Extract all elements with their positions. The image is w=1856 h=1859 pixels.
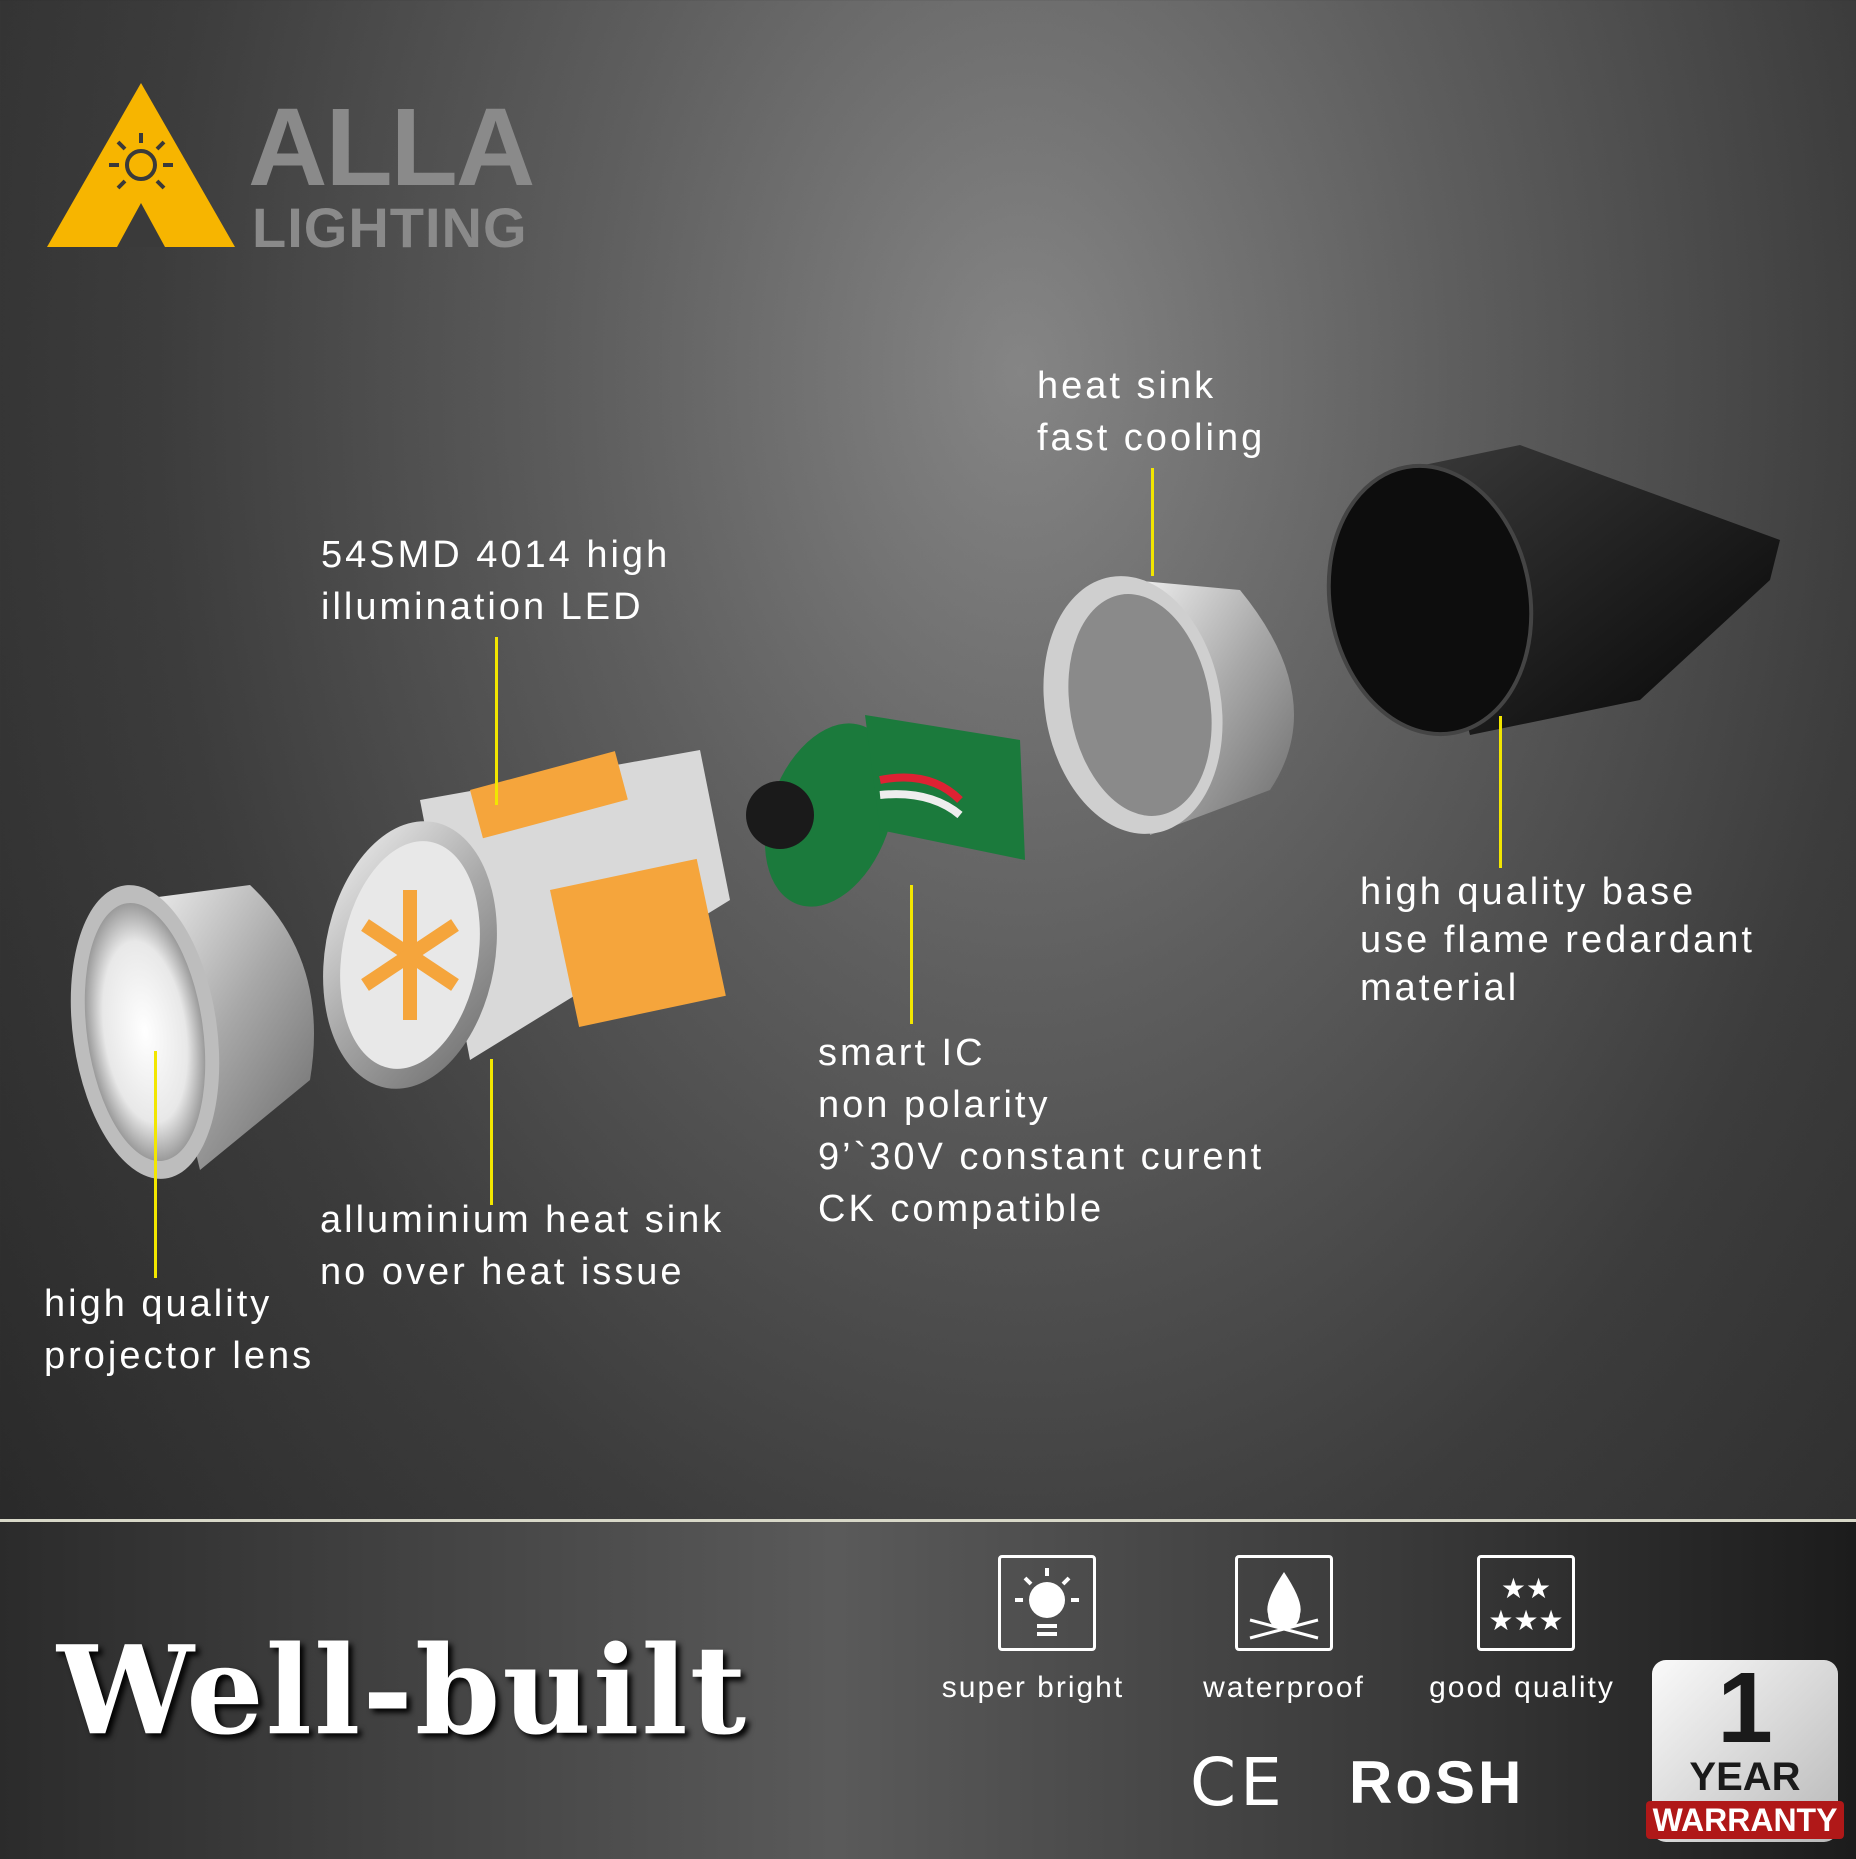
svg-text:★★★: ★★★ xyxy=(1488,1604,1563,1637)
brand-subname: LIGHTING xyxy=(252,196,528,259)
svg-text:★★: ★★ xyxy=(1501,1572,1551,1605)
warranty-unit: YEAR xyxy=(1689,1755,1801,1799)
headline: Well-built xyxy=(57,1618,749,1762)
water-drop-icon xyxy=(1235,1555,1333,1651)
callout-heat-sink: heat sink fast cooling xyxy=(1037,360,1265,464)
callout-line: non polarity xyxy=(818,1084,1051,1126)
heat-sink-ring xyxy=(1043,576,1294,835)
feature-label: good quality xyxy=(1429,1671,1615,1704)
callout-pointer xyxy=(1151,468,1154,576)
callout-smart-ic: smart IC non polarity 9’`30V constant cu… xyxy=(818,1027,1264,1235)
callout-line: high quality xyxy=(44,1283,273,1325)
projector-lens xyxy=(70,885,314,1179)
feature-band xyxy=(0,1519,1856,1859)
callout-line: fast cooling xyxy=(1037,417,1266,459)
callout-led: 54SMD 4014 high illumination LED xyxy=(321,529,670,633)
callout-line: high quality base xyxy=(1360,871,1697,913)
feature-label: waterproof xyxy=(1203,1671,1365,1704)
callout-pointer xyxy=(910,885,913,1024)
callout-line: projector lens xyxy=(44,1335,315,1377)
callout-line: no over heat issue xyxy=(320,1251,685,1293)
brand-logo xyxy=(47,83,235,251)
callout-line: material xyxy=(1360,967,1520,1009)
warranty-ribbon: WARRANTY xyxy=(1646,1801,1844,1839)
callout-line: use flame redardant xyxy=(1360,919,1755,961)
callout-aluminium: alluminium heat sink no over heat issue xyxy=(320,1194,724,1298)
brand-name: ALLA xyxy=(248,86,535,209)
callout-pointer xyxy=(154,1051,157,1278)
led-bulb-body xyxy=(323,750,730,1089)
feature-label: super bright xyxy=(941,1671,1125,1704)
socket-base xyxy=(1326,445,1780,737)
callout-lens: high quality projector lens xyxy=(44,1278,314,1382)
callout-base: high quality base use flame redardant ma… xyxy=(1360,868,1755,1012)
callout-line: illumination LED xyxy=(321,586,644,628)
callout-line: smart IC xyxy=(818,1032,986,1074)
driver-circuit-board xyxy=(746,715,1025,907)
warranty-badge: 1 YEAR WARRANTY xyxy=(1646,1652,1844,1842)
callout-line: alluminium heat sink xyxy=(320,1199,725,1241)
callout-pointer xyxy=(490,1059,493,1205)
ce-mark: CE xyxy=(1190,1744,1286,1821)
callout-pointer xyxy=(495,637,498,805)
callout-line: 9’`30V constant curent xyxy=(818,1136,1265,1178)
warranty-number: 1 xyxy=(1717,1652,1773,1764)
rosh-mark: RoSH xyxy=(1349,1749,1525,1816)
sun-icon xyxy=(998,1555,1096,1651)
callout-line: heat sink xyxy=(1037,365,1217,407)
callout-pointer xyxy=(1499,716,1502,868)
logo-triangle-icon xyxy=(47,83,235,247)
callout-line: 54SMD 4014 high xyxy=(321,534,671,576)
callout-line: CK compatible xyxy=(818,1188,1105,1230)
product-exploded-view xyxy=(70,445,1780,1179)
stars-icon: ★★★★★ xyxy=(1477,1555,1575,1651)
